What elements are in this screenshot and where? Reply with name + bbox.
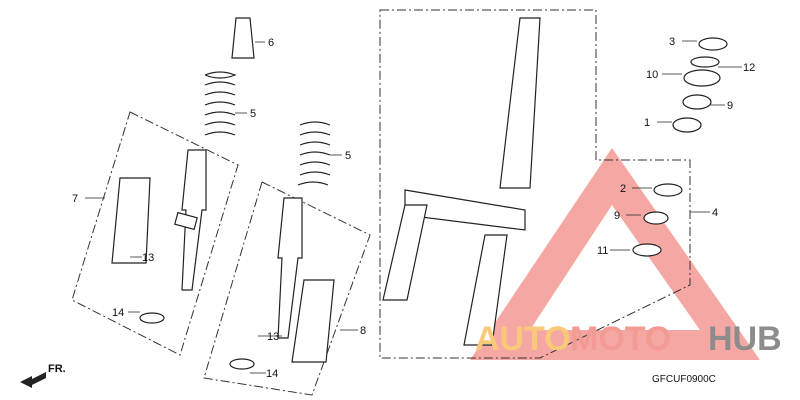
callout-6: 6	[268, 37, 274, 49]
group-box-fork	[379, 9, 691, 359]
callout-14: 14	[266, 368, 278, 380]
spring-left	[204, 71, 237, 136]
bearing-stack	[632, 37, 728, 257]
svg-text:MOTO: MOTO	[570, 320, 671, 358]
callout-12: 12	[743, 62, 755, 74]
callout-14: 14	[112, 307, 124, 319]
spring-middle	[297, 121, 331, 186]
damper-right	[277, 197, 303, 339]
callout-5: 5	[345, 150, 351, 162]
callout-5: 5	[250, 108, 256, 120]
callout-1: 1	[644, 117, 650, 129]
circlip-left	[139, 312, 165, 324]
callout-9: 9	[614, 210, 620, 222]
callout-9: 9	[727, 100, 733, 112]
svg-text:HUB: HUB	[708, 320, 782, 358]
callout-7: 7	[72, 193, 78, 205]
front-fork	[382, 17, 541, 346]
leader-lines	[85, 40, 742, 374]
group-box-left	[71, 111, 239, 356]
diagram-code: GFCUF0900C	[652, 374, 716, 385]
callout-13: 13	[267, 331, 279, 343]
group-box-middle	[203, 181, 371, 396]
dust-boot-left	[111, 177, 151, 264]
dust-boot-right	[291, 279, 335, 363]
callout-11: 11	[597, 245, 608, 257]
callout-2: 2	[620, 183, 626, 195]
callout-3: 3	[669, 36, 675, 48]
callout-10: 10	[646, 69, 658, 81]
watermark-triangle	[470, 148, 760, 360]
circlip-right	[229, 358, 255, 370]
callout-4: 4	[712, 207, 718, 219]
front-direction-arrow-icon: FR.	[20, 363, 66, 388]
watermark-logo: AUTO MOTO HUB	[475, 320, 782, 358]
svg-text:AUTO: AUTO	[475, 320, 571, 358]
spring-cap	[231, 17, 255, 59]
callout-13: 13	[142, 252, 154, 264]
direction-label: FR.	[48, 363, 66, 375]
callout-8: 8	[360, 325, 366, 337]
damper-left-boot	[174, 211, 198, 231]
